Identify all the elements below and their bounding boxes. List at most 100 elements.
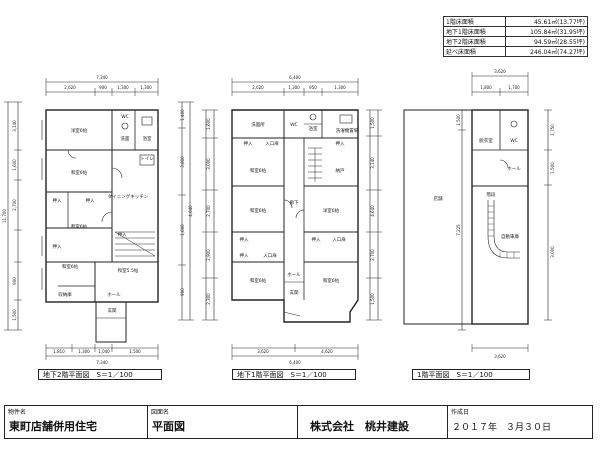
room-label: 和室6帖 [71, 169, 88, 176]
room-label: 和室6帖 [250, 167, 267, 174]
dimension-label: 7,340 [96, 75, 108, 80]
room-label: 店舗 [434, 195, 443, 202]
room-label: 洗面 [121, 135, 130, 142]
room-label: WC [121, 114, 129, 120]
dimension-label: 1,500 [550, 162, 555, 174]
dimension-label: 3,000 [206, 158, 211, 170]
room-label: 納戸 [336, 167, 345, 174]
room-label: 廊下 [290, 199, 299, 206]
drawing-cell: 図面名 平面図 [148, 406, 298, 438]
room-label: 和室6帖 [62, 263, 79, 270]
dimension-label: 1,500 [12, 309, 17, 321]
room-label: 押入 [336, 140, 345, 147]
area-label: 延べ床面積 [443, 46, 506, 57]
room-label: 浴室 [143, 135, 152, 142]
room-label: 脱衣室 [479, 137, 493, 144]
dimension-label: 2,700 [370, 249, 375, 261]
room-label: 階段 [487, 191, 496, 198]
dimension-label: 1,300 [140, 85, 152, 90]
room-label: 押入 [240, 236, 249, 243]
b2-scale-label: 地下2階平面図 S＝1／100 [38, 369, 162, 380]
1f-floor-plan: 脱衣室 WC ホール 店舗 自動車庫 階段 3,620 1,800 1,700 … [403, 69, 555, 359]
dimension-label: 1,600 [12, 159, 17, 171]
room-label: 和室6帖 [250, 207, 267, 214]
room-label: 押入 [244, 140, 253, 147]
b1-scale-label: 地下1階平面図 S＝1／100 [232, 369, 356, 380]
dimension-label: 6,400 [289, 360, 301, 365]
room-label: ホール [287, 272, 301, 278]
dimension-label: 11,700 [2, 209, 7, 223]
dimension-label: 4,640 [188, 205, 193, 217]
room-label: 玄関 [108, 307, 117, 314]
room-label: 収納庫 [58, 291, 72, 298]
dimension-label: 1,810 [53, 349, 65, 354]
area-value: 105.84㎡(31.95坪) [504, 26, 589, 37]
area-value: 45.61㎡(13.77坪) [504, 16, 589, 27]
dimension-label: 1,300 [117, 85, 129, 90]
dimension-label: 3,140 [12, 120, 17, 132]
drawing-caption: 図面名 [151, 409, 170, 416]
title-block: 物件名 東町店舗併用住宅 図面名 平面図 株式会社 桃井建設 作成日 ２０１７年… [4, 405, 593, 439]
dimension-label: 1,400 [180, 109, 185, 121]
room-label: 玄関 [290, 289, 299, 296]
dimension-label: 7,340 [96, 360, 108, 365]
dimension-label: 2,700 [12, 199, 17, 211]
room-label: 入口扉 [265, 140, 279, 147]
area-label: 地下1階床面積 [443, 26, 506, 37]
dimension-label: 1,750 [550, 124, 555, 136]
room-label: 和室6帖 [71, 223, 88, 230]
room-label: ホール [507, 166, 521, 172]
dimension-label: 4,620 [321, 349, 333, 354]
room-label: WC [510, 138, 518, 144]
area-value: 94.59㎡(28.55坪) [504, 36, 589, 47]
dimension-label: 4,640 [370, 205, 375, 217]
1f-scale-label: 1階平面図 S＝1／100 [412, 369, 530, 380]
area-label: 1階床面積 [443, 16, 506, 27]
dimension-label: 3,620 [257, 349, 269, 354]
room-label: トイレ [140, 157, 154, 162]
room-label: 浴室 [309, 125, 318, 132]
room-label: 和室5.5帖 [118, 267, 139, 274]
dimension-label: 1,500 [456, 114, 461, 126]
dimension-label: 3,620 [494, 354, 506, 359]
room-label: 入口扉 [332, 236, 346, 243]
dimension-label: 2,900 [206, 249, 211, 261]
b2-floor-plan: 洋室6帖 和室6帖 押入 押入 和室6帖 押入 和室6帖 和室5.5帖 ダイニン… [2, 75, 194, 365]
room-label: 入口扉 [263, 252, 277, 259]
room-label: 押入 [86, 197, 95, 204]
room-label: 和室6帖 [323, 277, 340, 284]
dimension-label: 2,620 [64, 85, 76, 90]
area-value: 246.04㎡(74.27坪) [504, 46, 589, 57]
dimension-label: 3,620 [494, 69, 506, 74]
date-caption: 作成日 [451, 409, 470, 416]
company-cell: 株式会社 桃井建設 [298, 406, 448, 438]
dimension-label: 900 [99, 85, 107, 90]
room-label: 和室6帖 [250, 277, 267, 284]
date-cell: 作成日 ２０１７年 ３月３０日 [448, 406, 592, 438]
dimension-label: 1,500 [370, 293, 375, 305]
room-label: ダイニングキッチン [108, 193, 149, 200]
dimension-label: 1,500 [129, 349, 141, 354]
dimension-label: 1,300 [334, 85, 346, 90]
dimension-label: 2,620 [252, 85, 264, 90]
creation-date: ２０１７年 ３月３０日 [452, 423, 552, 433]
area-label: 地下2階床面積 [443, 36, 506, 47]
room-label: 洗濯機置場 [336, 127, 359, 134]
dimension-label: 1,600 [206, 118, 211, 130]
room-label: 自動車庫 [501, 233, 519, 240]
dimension-label: 2,700 [206, 205, 211, 217]
room-label: 押入 [240, 252, 249, 259]
dimension-label: 3,800 [180, 156, 185, 168]
room-label: 押入 [53, 197, 62, 204]
dimension-label: 3,000 [550, 246, 555, 258]
room-label: 押入 [53, 243, 62, 250]
room-label: 押入 [312, 236, 321, 243]
dimension-label: 950 [309, 85, 317, 90]
b1-floor-plan: 洗面所 WC 浴室 洗濯機置場 押入 入口扉 押入 和室6帖 廊下 納戸 和室6… [202, 75, 382, 365]
